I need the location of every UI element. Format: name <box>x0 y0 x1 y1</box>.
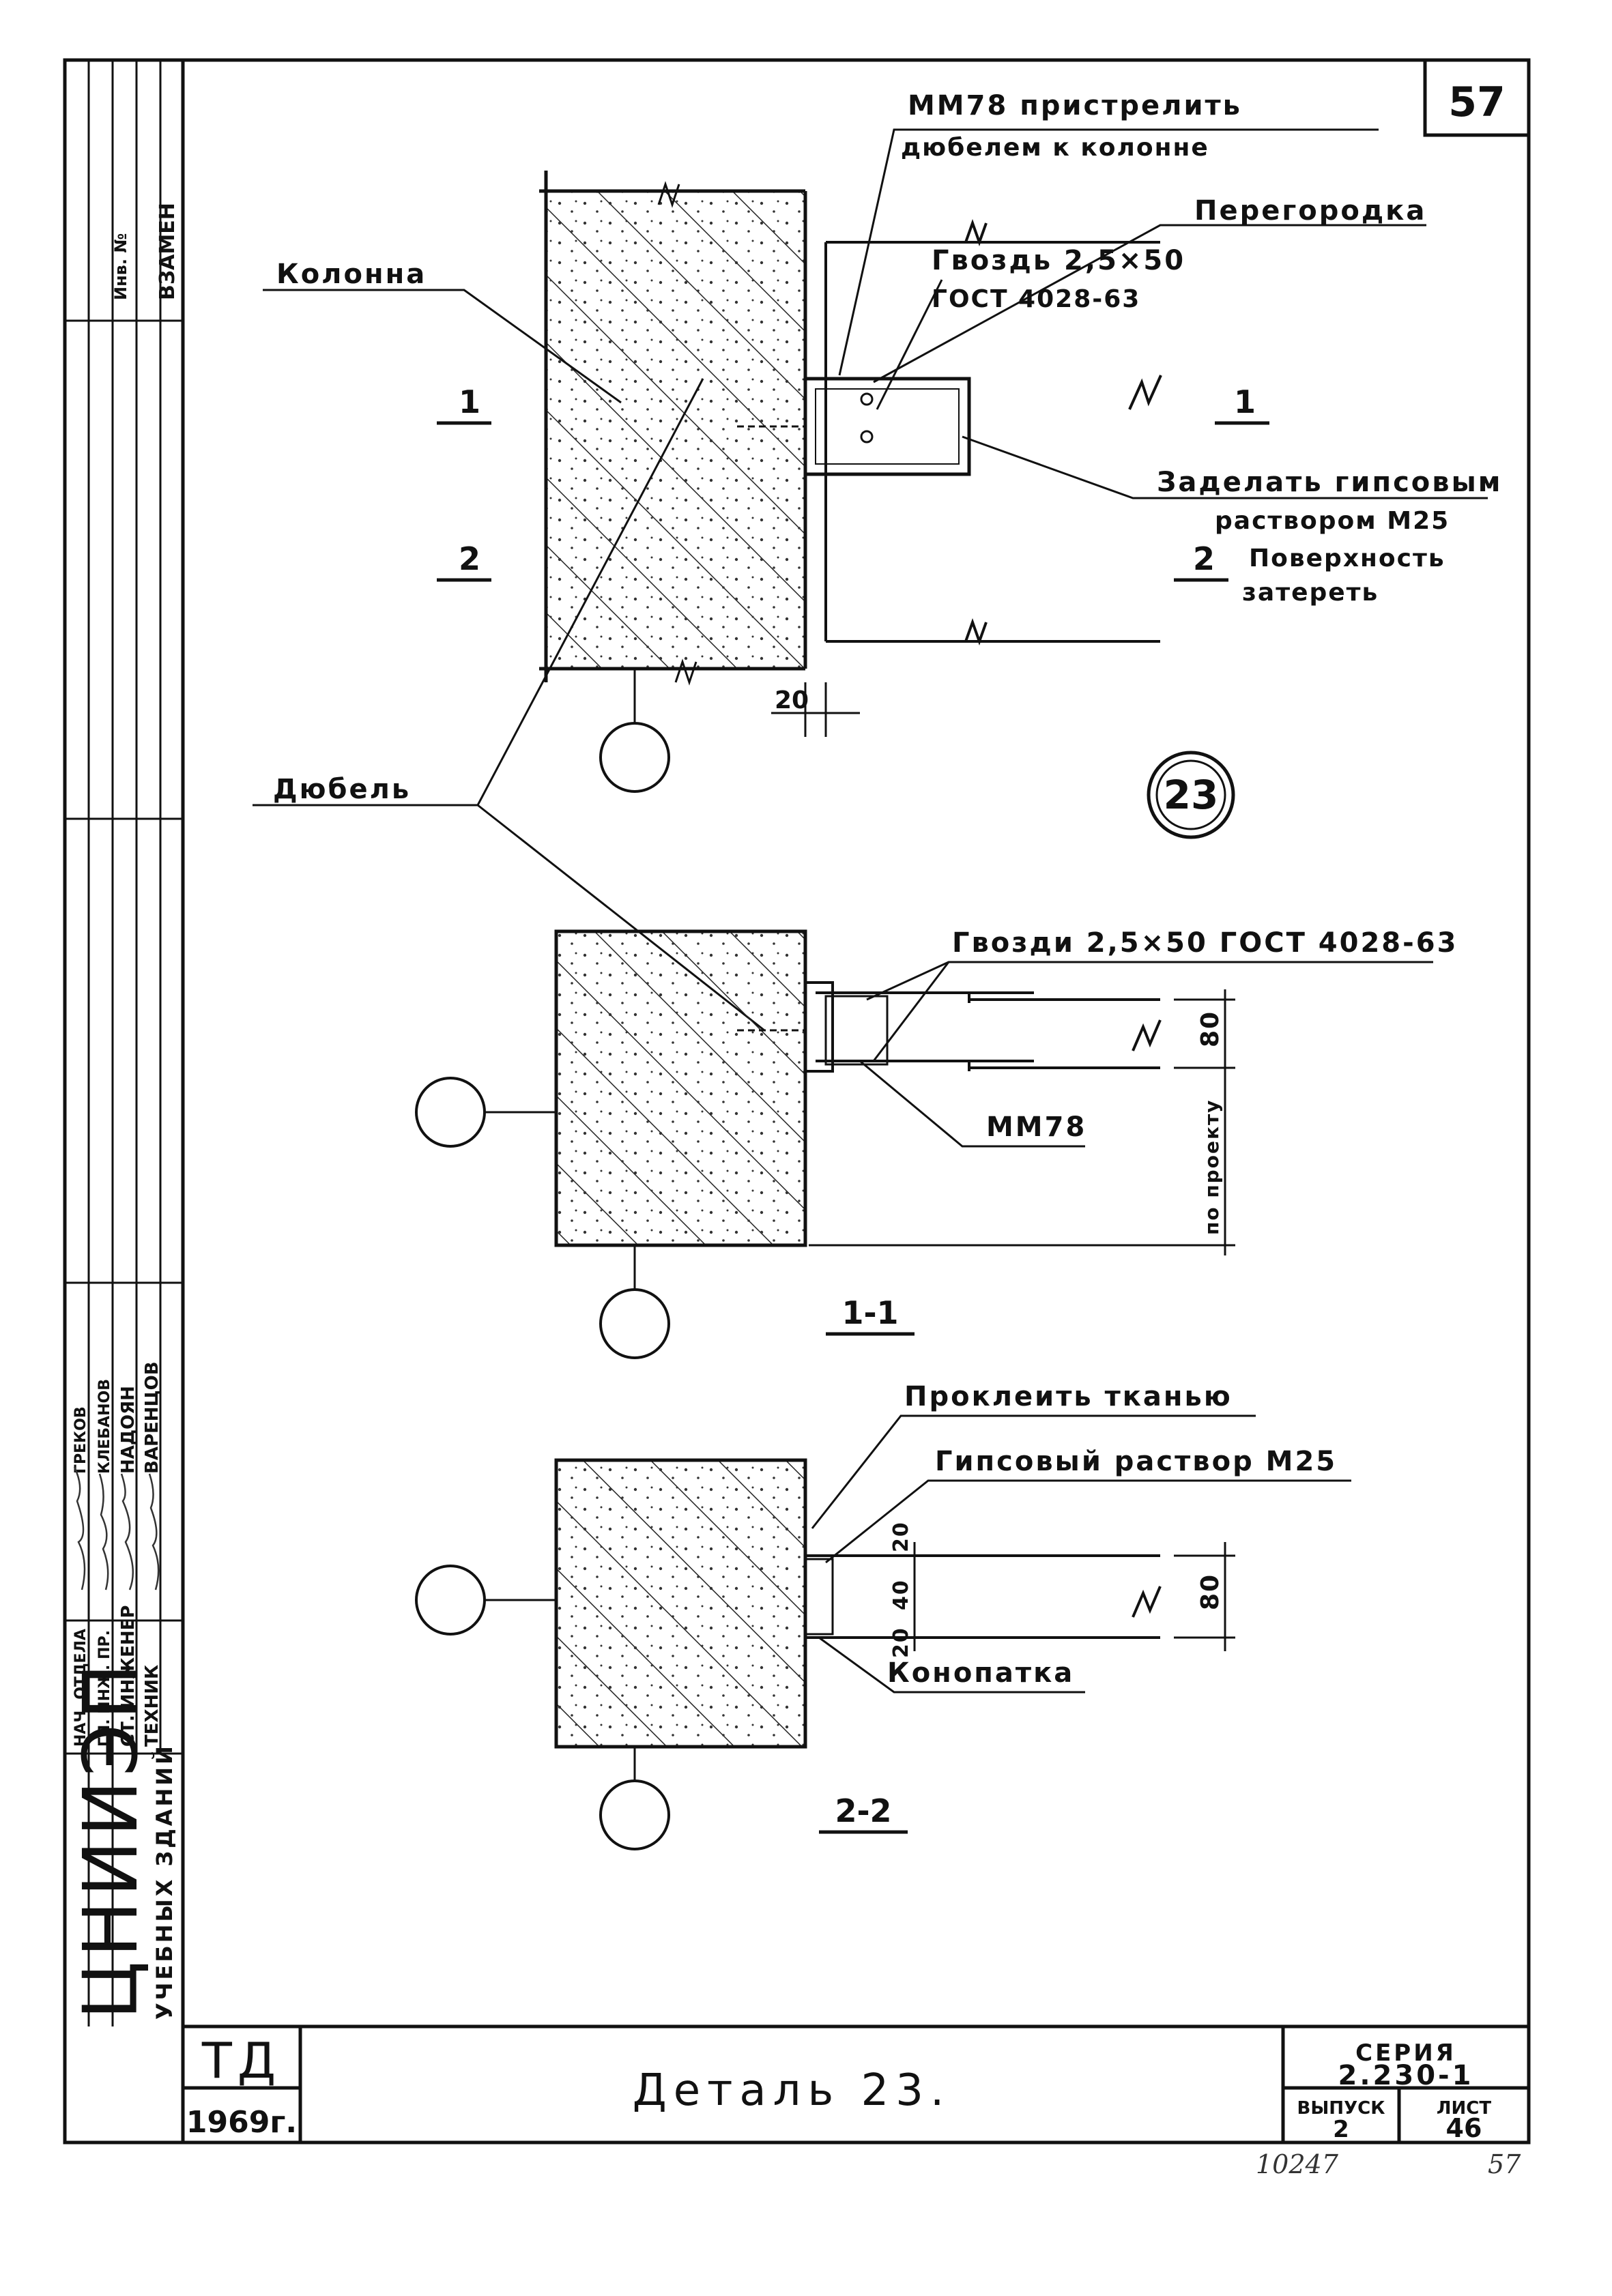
series-label: СЕРИЯ <box>1355 2039 1456 2067</box>
side-stamp: ВЗАМЕН Инв. № НАЧ. ОТДЕЛА ГЛ. ИНЖ. ПР. С… <box>65 60 183 2026</box>
plan-view: 20 1 2 1 2 Колонна ММ78 пристрелить дюбе… <box>253 90 1502 1032</box>
label-column: Колонна <box>276 259 427 290</box>
signatures <box>73 1466 160 1590</box>
label-mm78-1: ММ78 пристрелить <box>908 90 1242 121</box>
section-2-2-title: 2-2 <box>835 1792 891 1829</box>
partition-plan <box>824 219 1162 645</box>
inv-label: Инв. № <box>111 233 130 300</box>
issue-value: 2 <box>1333 2116 1349 2143</box>
axis-marker-2-2-left <box>415 1565 486 1636</box>
name-4: ВАРЕНЦОВ <box>142 1361 162 1474</box>
role-2: ГЛ. ИНЖ. ПР. <box>96 1630 113 1747</box>
footer-page: 57 <box>1488 2149 1521 2179</box>
list-label: ЛИСТ <box>1437 2098 1491 2119</box>
name-1: ГРЕКОВ <box>72 1406 89 1474</box>
axis-marker-1-1-bottom <box>599 1288 670 1359</box>
sheet-frame <box>63 58 1531 2145</box>
role-4: ТЕХНИК <box>142 1665 162 1747</box>
label-surface-2: затереть <box>1242 579 1379 607</box>
role-1: НАЧ. ОТДЕЛА <box>72 1629 89 1747</box>
td-label: ТД <box>201 2032 281 2089</box>
label-dowel: Дюбель <box>273 774 411 805</box>
label-gypsum: Гипсовый раствор М25 <box>935 1446 1337 1477</box>
section-2-2: 80 20 40 20 Проклеить тканью Гипсовый ра… <box>415 1381 1351 1850</box>
detail-badge: 23 <box>1164 772 1219 818</box>
dim-40: 40 <box>889 1579 913 1610</box>
dim-20-plan: 20 <box>775 686 809 714</box>
label-gost: ГОСТ 4028-63 <box>932 285 1140 313</box>
label-fill-2: раствором М25 <box>1215 507 1450 535</box>
label-glue: Проклеить тканью <box>904 1381 1233 1412</box>
label-surface-1: Поверхность <box>1249 544 1445 572</box>
page-number-box: 57 <box>1423 58 1531 137</box>
section-1-1: 80 по проекту Гвозди 2,5×50 ГОСТ 4028-63… <box>415 927 1458 1359</box>
cut2-right: 2 <box>1193 540 1215 577</box>
name-2: КЛЕБАНОВ <box>96 1379 113 1474</box>
label-nails: Гвозди 2,5×50 ГОСТ 4028-63 <box>952 927 1458 959</box>
sheet-title: Деталь 23. <box>633 2065 951 2116</box>
axis-marker-2-2-bottom <box>599 1779 670 1850</box>
cut1-right: 1 <box>1234 383 1256 420</box>
year: 1969г. <box>186 2105 297 2140</box>
cut1-left: 1 <box>459 383 480 420</box>
section-1-1-title: 1-1 <box>841 1294 898 1331</box>
detail-badge-outer <box>1147 751 1235 839</box>
dim-80-2-2: 80 <box>1196 1573 1224 1610</box>
axis-marker-1-1-left <box>415 1077 486 1148</box>
series-value: 2.230-1 <box>1338 2060 1474 2091</box>
label-caulk: Конопатка <box>887 1657 1074 1689</box>
footer-number: 10247 <box>1256 2149 1339 2179</box>
cut2-left: 2 <box>459 540 480 577</box>
dim-project: по проекту <box>1200 1099 1223 1235</box>
label-nail: Гвоздь 2,5×50 <box>932 245 1185 276</box>
label-mm78-2: дюбелем к колонне <box>901 134 1209 162</box>
issue-label: ВЫПУСК <box>1297 2098 1385 2119</box>
label-fill-1: Заделать гипсовым <box>1157 467 1502 498</box>
list-value: 46 <box>1446 2113 1482 2143</box>
dim-20b: 20 <box>889 1627 913 1658</box>
label-partition: Перегородка <box>1194 195 1426 227</box>
org-name: ЦНИИЭП <box>67 1659 154 2020</box>
axis-marker-plan <box>599 722 670 793</box>
dim-20a: 20 <box>889 1521 913 1552</box>
page-number: 57 <box>1448 78 1506 126</box>
name-3: НАДОЯН <box>118 1386 139 1474</box>
org-sub: УЧЕБНЫХ ЗДАНИЙ <box>152 1743 177 2020</box>
title-block: ТД 1969г. Деталь 23. СЕРИЯ 2.230-1 ВЫПУС… <box>183 2026 1529 2143</box>
replace-label: ВЗАМЕН <box>156 203 179 300</box>
dim-80-1-1: 80 <box>1196 1011 1224 1047</box>
label-mm78-1-1: ММ78 <box>986 1111 1086 1143</box>
role-3: СТ. ИНЖЕНЕР <box>118 1605 139 1747</box>
